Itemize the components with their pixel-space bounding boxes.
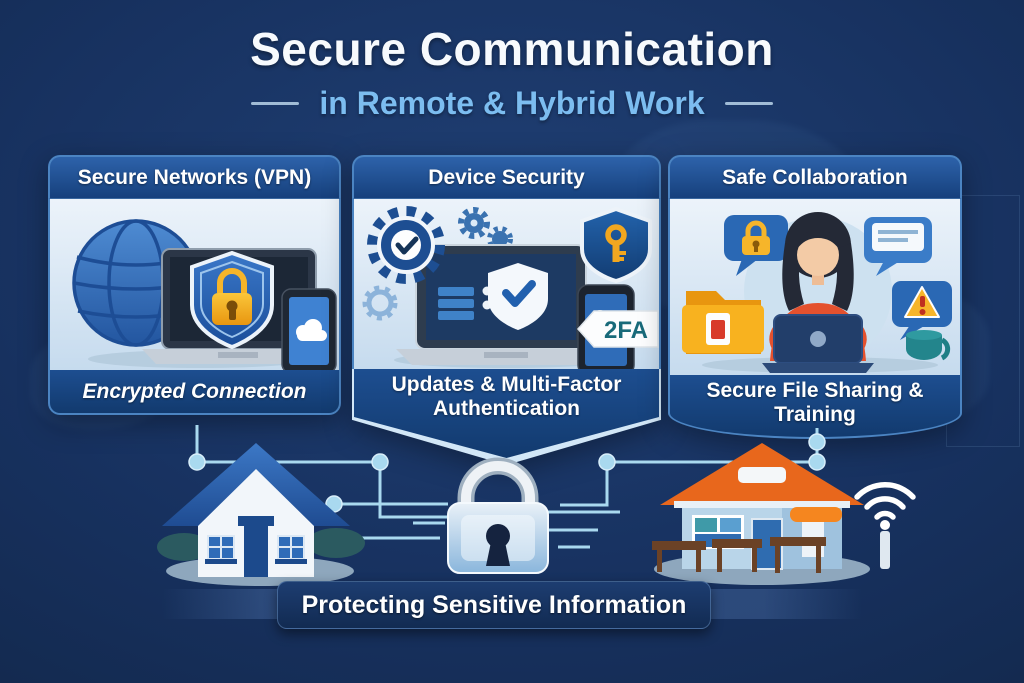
panel1-header: Secure Networks (VPN) — [48, 155, 341, 199]
page-subtitle: in Remote & Hybrid Work — [319, 85, 705, 121]
panel-secure-networks: Secure Networks (VPN) — [48, 155, 341, 415]
panel1-caption: Encrypted Connection — [48, 370, 341, 415]
smartphone-cloud-icon — [281, 288, 337, 370]
panel3-illustration — [668, 199, 962, 375]
house-icon — [157, 443, 365, 586]
panel-device-security: Device Security — [352, 155, 661, 465]
panel2-illustration: 2FA — [352, 199, 661, 369]
panel1-illustration — [48, 199, 341, 370]
small-gear-icon — [362, 207, 513, 321]
page-title: Secure Communication — [250, 23, 774, 75]
panel2-header: Device Security — [352, 155, 661, 199]
subtitle-right-dash — [724, 102, 773, 105]
folder-icon — [682, 291, 764, 354]
subtitle-left-dash — [251, 102, 300, 105]
bottom-scene — [157, 425, 916, 586]
circuit-nodes — [188, 433, 826, 513]
woman-at-laptop-illustration — [762, 212, 874, 373]
bench — [652, 537, 826, 573]
laptop-shield-icon — [396, 244, 606, 365]
gear-check-icon — [367, 206, 445, 284]
vpn-shield-lock-icon — [190, 250, 274, 350]
padlock-icon — [447, 457, 549, 574]
two-fa-tag-icon: 2FA — [576, 310, 659, 348]
panel2-caption: Updates & Multi-Factor Authentication — [391, 373, 622, 421]
chat-bubble-icon — [864, 217, 932, 276]
subtitle-row: in Remote & Hybrid Work — [0, 85, 1024, 122]
panel-safe-collaboration: Safe Collaboration — [668, 155, 962, 439]
wifi-icon — [854, 482, 916, 569]
two-fa-label: 2FA — [604, 317, 648, 344]
title-block: Secure Communication in Remote & Hybrid … — [0, 22, 1024, 122]
shield-key-icon — [580, 206, 652, 284]
cafe-building-icon — [652, 443, 870, 585]
panel2-footer: Updates & Multi-Factor Authentication — [352, 369, 661, 465]
bottom-banner: Protecting Sensitive Information — [277, 581, 711, 629]
panel3-header: Safe Collaboration — [668, 155, 962, 199]
coffee-mug-icon — [906, 330, 951, 361]
lock-chat-bubble-icon — [724, 215, 788, 276]
